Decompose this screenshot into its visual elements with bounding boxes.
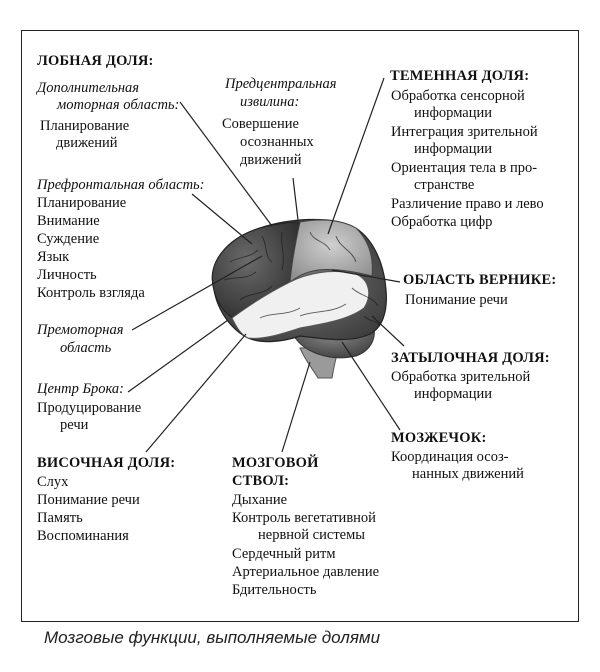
sma-item-1: движений xyxy=(56,135,118,151)
temporal-lobe-shape xyxy=(231,271,370,339)
line-broca xyxy=(127,319,229,393)
precentral-label-2: извилина: xyxy=(240,94,300,110)
broca-label: Центр Брока: xyxy=(37,381,124,397)
diagram-frame xyxy=(21,30,579,622)
sma-item-0: Планирование xyxy=(40,118,130,134)
precentral-item-2: движений xyxy=(240,152,302,168)
pfc-item-2: Суждение xyxy=(37,231,100,247)
parietal-item-4: Ориентация тела в про- xyxy=(391,160,538,176)
precentral-item-1: осознанных xyxy=(240,134,314,150)
line-premotor xyxy=(131,255,263,331)
pfc-item-3: Язык xyxy=(37,249,70,265)
line-brainstem xyxy=(281,361,311,453)
temporal-item-3: Воспоминания xyxy=(37,528,129,544)
brainstem-item-2: нервной системы xyxy=(258,527,366,543)
temporal-item-2: Память xyxy=(37,510,83,526)
cerebellum-item-1: нанных движений xyxy=(412,466,524,482)
parietal-item-2: Интеграция зрительной xyxy=(391,124,538,140)
line-cerebellum xyxy=(341,341,401,431)
brainstem-item-4: Артериальное давление xyxy=(232,564,380,580)
parietal-lobe-shape xyxy=(289,219,373,283)
pfc-item-5: Контроль взгляда xyxy=(37,285,145,301)
brainstem-title-1: МОЗГОВОЙ xyxy=(232,455,319,471)
brainstem-title-2: СТВОЛ: xyxy=(232,473,290,489)
brainstem-item-0: Дыхание xyxy=(232,492,288,508)
pfc-label: Префронтальная область: xyxy=(37,177,205,193)
temporal-item-0: Слух xyxy=(37,474,69,490)
gyri-texture xyxy=(223,231,381,327)
parietal-item-0: Обработка сенсорной xyxy=(391,88,525,104)
occipital-title: ЗАТЫЛОЧНАЯ ДОЛЯ: xyxy=(391,350,550,366)
wernicke-item-0: Понимание речи xyxy=(405,292,508,308)
precentral-label-1: Предцентральная xyxy=(225,76,337,92)
occipital-item-0: Обработка зрительной xyxy=(391,369,531,385)
temporal-item-1: Понимание речи xyxy=(37,492,140,508)
line-parietal xyxy=(327,77,385,235)
line-occipital xyxy=(371,315,405,347)
premotor-label-2: область xyxy=(60,340,112,356)
premotor-label-1: Премоторная xyxy=(37,322,124,338)
parietal-item-3: информации xyxy=(414,141,492,157)
temporal-title: ВИСОЧНАЯ ДОЛЯ: xyxy=(37,455,176,471)
parietal-item-1: информации xyxy=(414,105,492,121)
pfc-item-4: Личность xyxy=(37,267,97,283)
cerebellum-title: МОЗЖЕЧОК: xyxy=(391,430,487,446)
wernicke-title: ОБЛАСТЬ ВЕРНИКЕ: xyxy=(403,272,557,288)
brainstem-item-3: Сердечный ритм xyxy=(232,546,336,562)
occipital-item-1: информации xyxy=(414,386,492,402)
line-temporal xyxy=(145,333,247,453)
parietal-title: ТЕМЕННАЯ ДОЛЯ: xyxy=(390,68,530,84)
figure-caption: Мозговые функции, выполняемые долями xyxy=(44,628,381,647)
pfc-item-0: Планирование xyxy=(37,195,127,211)
line-wernicke xyxy=(331,269,401,283)
parietal-item-7: Обработка цифр xyxy=(391,214,493,230)
frontal-title: ЛОБНАЯ ДОЛЯ: xyxy=(37,53,154,69)
sma-label-2: моторная область: xyxy=(57,97,180,113)
line-pfc xyxy=(191,193,253,245)
brainstem-item-5: Бдительность xyxy=(232,582,317,598)
sma-label-1: Дополнительная xyxy=(37,80,140,96)
parietal-item-5: странстве xyxy=(414,177,475,193)
pfc-item-1: Внимание xyxy=(37,213,100,229)
brainstem-item-1: Контроль вегетативной xyxy=(232,510,376,526)
broca-item-1: речи xyxy=(60,417,89,433)
parietal-item-6: Различение право и лево xyxy=(391,196,544,212)
broca-item-0: Продуцирование xyxy=(37,400,142,416)
line-sma xyxy=(179,101,273,227)
precentral-item-0: Совершение xyxy=(222,116,299,132)
line-precentral xyxy=(292,177,299,221)
leader-lines xyxy=(127,77,405,453)
cerebellum-item-0: Координация осоз- xyxy=(391,449,509,465)
